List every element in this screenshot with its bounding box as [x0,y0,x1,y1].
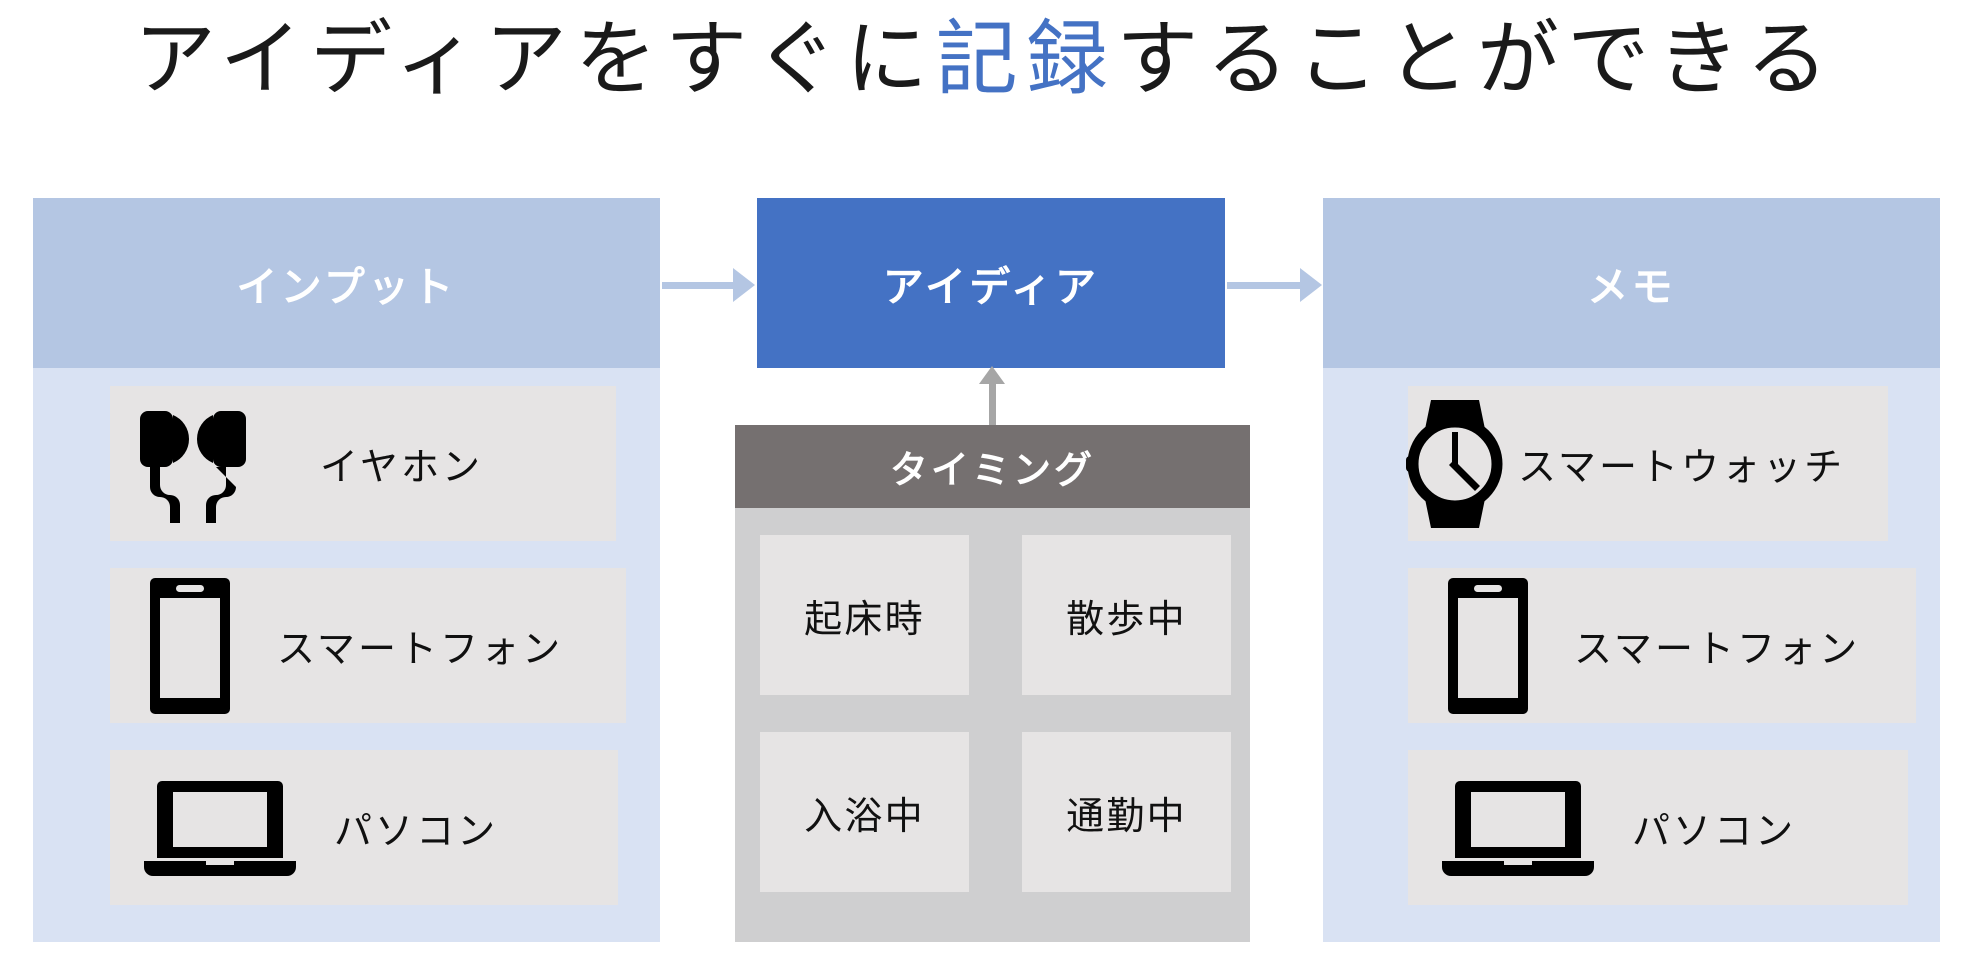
timing-panel: タイミング 起床時 散歩中 入浴中 通勤中 [735,425,1250,942]
timing-cell-commuting[interactable]: 通勤中 [1022,732,1231,892]
device-label-smartwatch: スマートウォッチ [1518,447,1846,489]
arrow-shaft [662,281,733,289]
laptop-icon [1438,773,1598,883]
arrow-timing-to-idea [978,366,1006,428]
earphones-icon [138,405,248,523]
device-label-earphones: イヤホン [320,447,484,489]
device-label-laptop: パソコン [334,811,499,853]
timing-cell-walking[interactable]: 散歩中 [1022,535,1231,695]
memo-panel-title: メモ [1587,264,1676,310]
timing-grid: 起床時 散歩中 入浴中 通勤中 [760,535,1231,894]
input-panel-header: インプット [33,198,660,368]
arrow-head [1300,268,1322,302]
device-label-laptop: パソコン [1632,811,1797,853]
device-tile-smartphone[interactable]: スマートフォン [1408,568,1916,723]
arrow-head [733,268,755,302]
idea-box-header: アイディア [757,198,1225,368]
idea-box-title: アイディア [882,264,1100,310]
arrow-idea-to-memo [1227,265,1322,305]
title-segment-3: することができる [1116,14,1837,105]
device-label-smartphone: スマートフォン [277,629,564,671]
memo-panel: メモ スマートウォッチ [1323,198,1940,942]
timing-cell-bathing[interactable]: 入浴中 [760,732,969,892]
arrow-head [979,366,1005,384]
input-panel: インプット イヤホン [33,198,660,942]
device-tile-smartwatch[interactable]: スマートウォッチ [1406,386,1888,541]
idea-box: アイディア [757,198,1225,368]
arrow-shaft [1227,281,1300,289]
smartphone-icon [148,576,232,716]
page-title: アイディアをすぐに記録することができる [0,0,1970,120]
device-label-smartphone: スマートフォン [1574,629,1861,671]
memo-panel-header: メモ [1323,198,1940,368]
title-segment-accent: 記録 [935,14,1117,105]
smartphone-icon [1446,576,1530,716]
input-panel-title: インプット [236,264,457,310]
timing-panel-title: タイミング [889,450,1096,492]
smartwatch-icon [1404,394,1516,534]
device-tile-laptop[interactable]: パソコン [110,750,618,905]
device-tile-smartphone[interactable]: スマートフォン [110,568,626,723]
device-tile-laptop[interactable]: パソコン [1408,750,1908,905]
title-segment-1: アイディアをすぐに [133,14,936,105]
laptop-icon [140,773,300,883]
arrow-shaft [988,384,996,428]
input-panel-body: イヤホン スマートフォン [33,368,660,942]
arrow-input-to-idea [662,265,755,305]
memo-panel-body: スマートウォッチ スマートフォン [1323,368,1940,942]
timing-cell-wakeup[interactable]: 起床時 [760,535,969,695]
device-tile-earphones[interactable]: イヤホン [110,386,616,541]
timing-panel-header: タイミング [735,425,1250,508]
